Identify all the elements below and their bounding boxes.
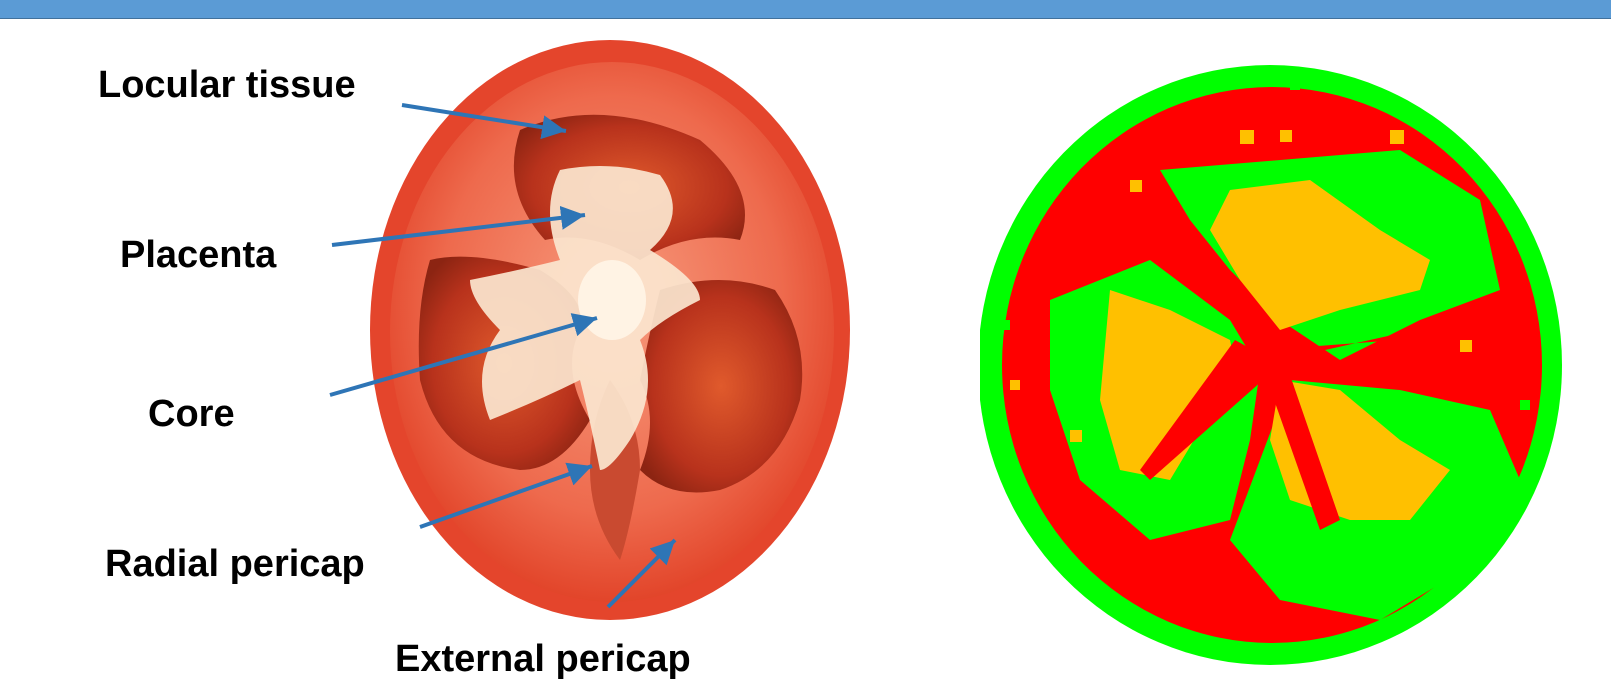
seg-pixel	[1240, 130, 1254, 144]
seg-pixel	[1280, 130, 1292, 142]
seg-pixel	[1010, 380, 1020, 390]
segmentation-map	[980, 60, 1580, 670]
label-external-pericap: External pericap	[395, 640, 691, 678]
seg-pixel	[1390, 130, 1404, 144]
seg-pixel	[1460, 340, 1472, 352]
label-core: Core	[148, 395, 235, 433]
seg-pixel	[1290, 80, 1300, 90]
seg-pixel	[1070, 430, 1082, 442]
seg-pixel	[1130, 180, 1142, 192]
seg-pixel	[1000, 320, 1010, 330]
seg-pixel	[1520, 400, 1530, 410]
core-center	[578, 260, 646, 340]
label-placenta: Placenta	[120, 236, 276, 274]
label-locular-tissue: Locular tissue	[98, 66, 356, 104]
label-radial-pericap: Radial pericap	[105, 545, 365, 583]
